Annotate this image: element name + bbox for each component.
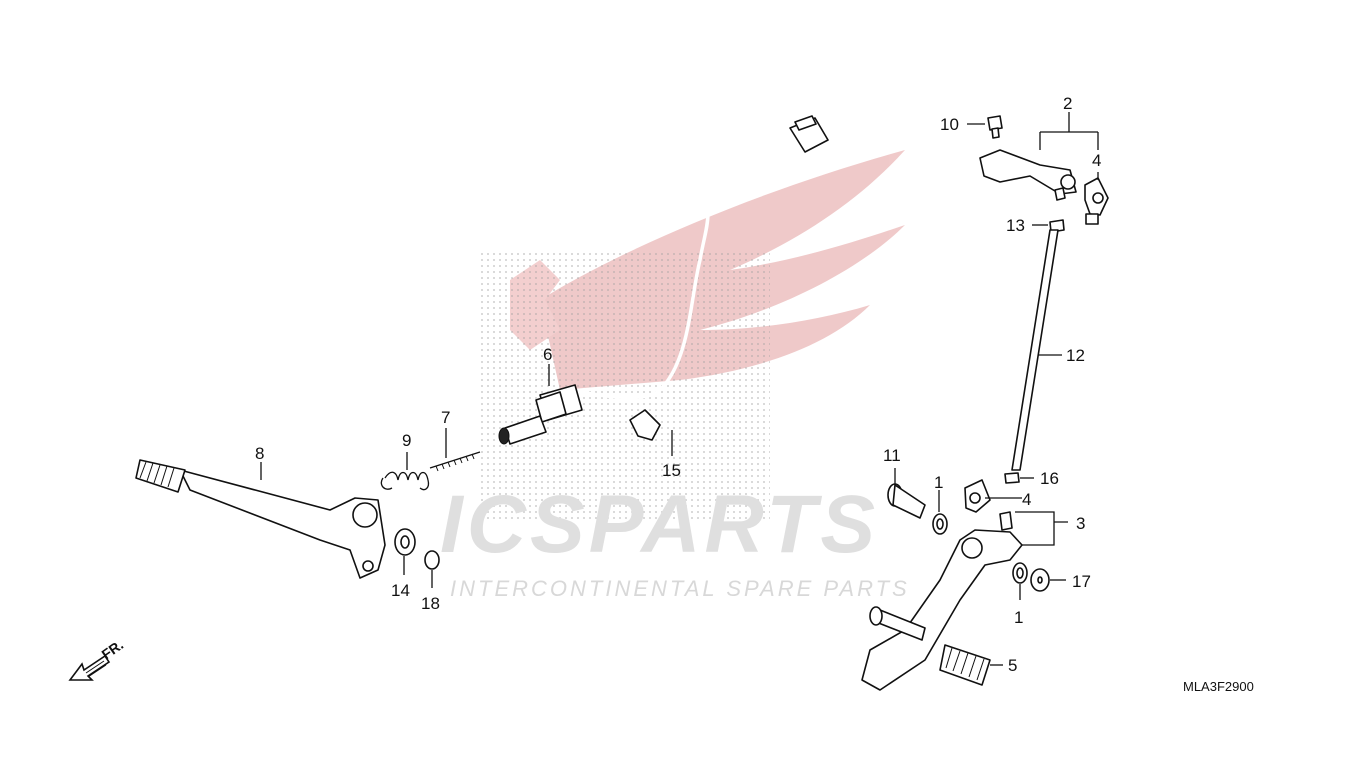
watermark-dot-field xyxy=(480,250,770,520)
callout-3: 3 xyxy=(1076,514,1085,533)
part-18-clip xyxy=(424,550,440,570)
callout-15: 15 xyxy=(662,461,681,480)
callout-1-upper: 1 xyxy=(934,473,943,492)
switch-body xyxy=(498,384,583,445)
leader-lines xyxy=(260,112,1099,666)
front-direction-marker: FR. xyxy=(68,636,126,681)
part-7-pin xyxy=(429,451,481,472)
part-3-brake-pedal xyxy=(861,511,1023,691)
callout-5: 5 xyxy=(1008,656,1017,675)
part-6-switch-harness xyxy=(498,115,829,445)
callout-17: 17 xyxy=(1072,572,1091,591)
callout-18: 18 xyxy=(421,594,440,613)
part-4-joint-lower xyxy=(964,479,991,513)
watermark-brand-text: ICSPARTS xyxy=(440,479,879,570)
part-8-shift-pedal xyxy=(135,459,386,579)
callout-12: 12 xyxy=(1066,346,1085,365)
shift-rubber-grip xyxy=(135,459,186,493)
part-12-rod xyxy=(1011,229,1059,471)
part-16-nut xyxy=(1004,472,1020,484)
part-9-return-spring xyxy=(380,471,430,491)
callout-4-lower: 4 xyxy=(1022,490,1031,509)
callout-16: 16 xyxy=(1040,469,1059,488)
diagram-code: MLA3F2900 xyxy=(1183,679,1254,694)
callout-8: 8 xyxy=(255,444,264,463)
callout-6: 6 xyxy=(543,345,552,364)
callout-1-lower: 1 xyxy=(1014,608,1023,627)
callout-13: 13 xyxy=(1006,216,1025,235)
part-13-nut xyxy=(1049,219,1065,233)
part-11-pivot-bolt xyxy=(887,483,926,519)
part-1-bushing-upper xyxy=(932,513,948,535)
watermark-logo: ICSPARTS INTERCONTINENTAL SPARE PARTS xyxy=(440,150,910,601)
part-2-joint xyxy=(979,149,1077,201)
watermark-tagline: INTERCONTINENTAL SPARE PARTS xyxy=(450,576,910,601)
callout-14: 14 xyxy=(391,581,410,600)
callout-4-top: 4 xyxy=(1092,151,1101,170)
part-1-bushing-lower xyxy=(1012,562,1028,584)
callout-labels: 8 9 7 6 15 14 18 10 2 4 13 12 16 11 1 4 … xyxy=(255,94,1101,675)
callout-10: 10 xyxy=(940,115,959,134)
part-10-bolt xyxy=(987,115,1003,139)
front-arrow-icon xyxy=(68,654,111,681)
part-14-washer xyxy=(394,528,416,556)
callout-9: 9 xyxy=(402,431,411,450)
callout-7: 7 xyxy=(441,408,450,427)
part-17-washer xyxy=(1030,568,1050,592)
part-15-band xyxy=(629,409,661,441)
part-4-joint-top xyxy=(1084,177,1109,225)
harness-connector xyxy=(789,115,829,153)
callout-2: 2 xyxy=(1063,94,1072,113)
callout-11: 11 xyxy=(883,446,901,465)
part-5-pedal-rubber xyxy=(939,644,991,686)
